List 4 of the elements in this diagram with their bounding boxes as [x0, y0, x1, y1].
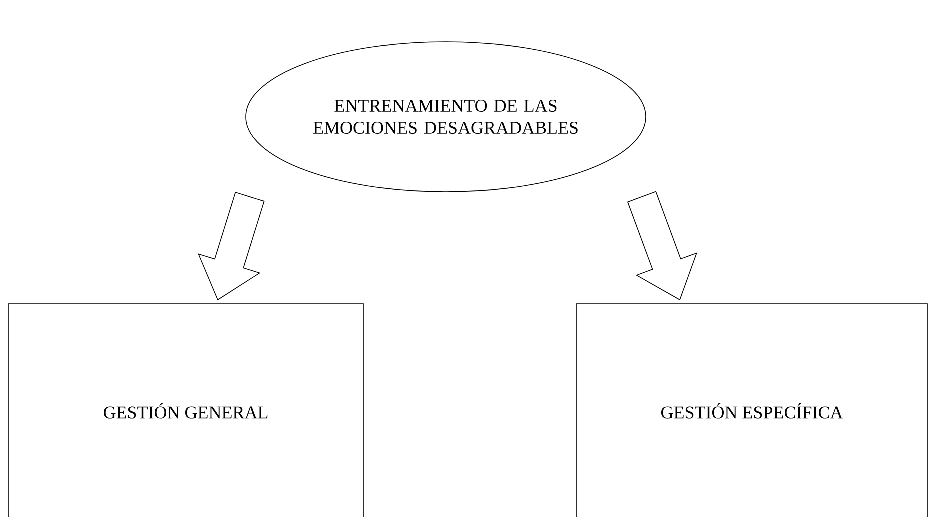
ellipse-node: ENTRENAMIENTO DE LAS EMOCIONES DESAGRADABLES [246, 42, 646, 192]
process-box: GESTIÓN ESPECÍFICA [576, 304, 928, 517]
process-box: GESTIÓN GENERAL [8, 304, 364, 517]
block-arrow [198, 192, 265, 301]
